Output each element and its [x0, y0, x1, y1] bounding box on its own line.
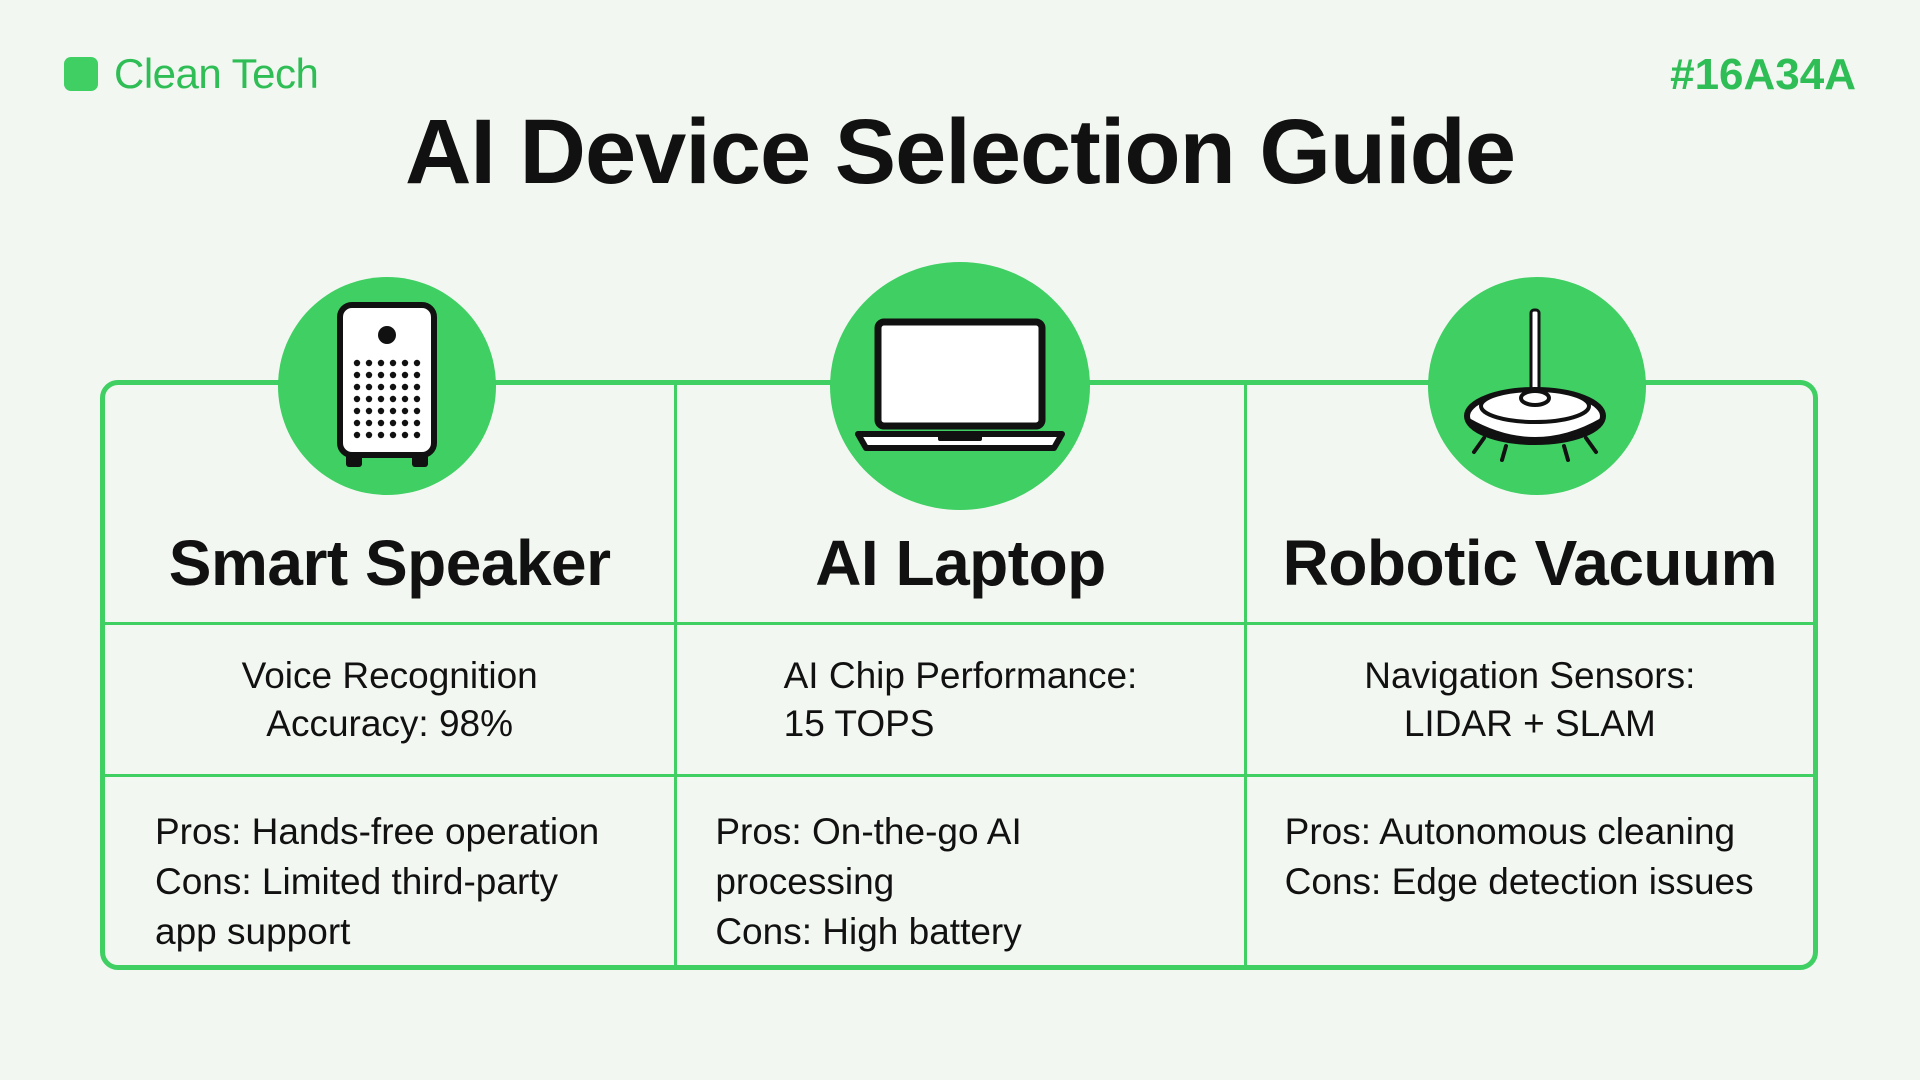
device-spec-line: Voice Recognition — [241, 654, 538, 696]
device-spec-line: AI Chip Performance: — [783, 654, 1138, 696]
device-name-cell: Smart Speaker — [105, 385, 675, 625]
device-column-laptop: AI Laptop AI Chip Performance: 15 TOPS P… — [674, 385, 1244, 965]
device-column-vacuum: Robotic Vacuum Navigation Sensors: LIDAR… — [1243, 385, 1813, 965]
brand-name: Clean Tech — [114, 50, 319, 97]
device-column-speaker: Smart Speaker Voice Recognition Accuracy… — [105, 385, 675, 965]
device-pros-cons-cell: Pros: Hands-free operation Cons: Limited… — [105, 777, 674, 965]
device-spec-line: Accuracy: 98% — [266, 702, 514, 744]
device-name: Smart Speaker — [168, 527, 611, 599]
device-pros: Pros: On-the-go AI processing — [715, 811, 1022, 902]
device-spec-line: LIDAR + SLAM — [1403, 702, 1656, 744]
device-name-cell: Robotic Vacuum — [1246, 385, 1813, 625]
smart-speaker-icon-graphic — [337, 302, 437, 467]
device-spec-cell: AI Chip Performance: 15 TOPS — [677, 625, 1244, 777]
laptop-icon — [830, 262, 1090, 510]
device-pros: Pros: Hands-free operation — [155, 811, 600, 852]
device-cons: Cons: Edge detection issues — [1284, 861, 1754, 902]
device-name: AI Laptop — [815, 527, 1106, 599]
comparison-table: Smart Speaker Voice Recognition Accuracy… — [100, 380, 1818, 970]
device-cons-continued: app support — [155, 911, 351, 952]
square-logo-icon — [64, 57, 98, 91]
device-spec-cell: Navigation Sensors: LIDAR + SLAM — [1246, 625, 1813, 777]
brand: Clean Tech — [64, 50, 319, 98]
page-title: AI Device Selection Guide — [404, 101, 1516, 203]
device-spec-cell: Voice Recognition Accuracy: 98% — [105, 625, 675, 777]
smart-speaker-icon — [278, 277, 496, 495]
robot-vacuum-icon-graphic — [1464, 308, 1606, 462]
device-spec-line: Navigation Sensors: — [1364, 654, 1696, 696]
device-pros-cons-cell: Pros: Autonomous cleaning Cons: Edge det… — [1247, 777, 1813, 965]
device-name: Robotic Vacuum — [1282, 527, 1778, 599]
hex-code-label: #16A34A — [1670, 50, 1856, 99]
device-cons: Cons: High battery consumption — [715, 911, 1022, 965]
device-cons: Cons: Limited third-party — [155, 861, 559, 902]
device-pros-cons-cell: Pros: On-the-go AI processing Cons: High… — [677, 777, 1243, 965]
robot-vacuum-icon — [1428, 277, 1646, 495]
device-name-cell: AI Laptop — [677, 385, 1244, 625]
device-spec-line: 15 TOPS — [783, 702, 935, 744]
laptop-icon-graphic — [855, 318, 1065, 451]
device-pros: Pros: Autonomous cleaning — [1284, 811, 1736, 852]
